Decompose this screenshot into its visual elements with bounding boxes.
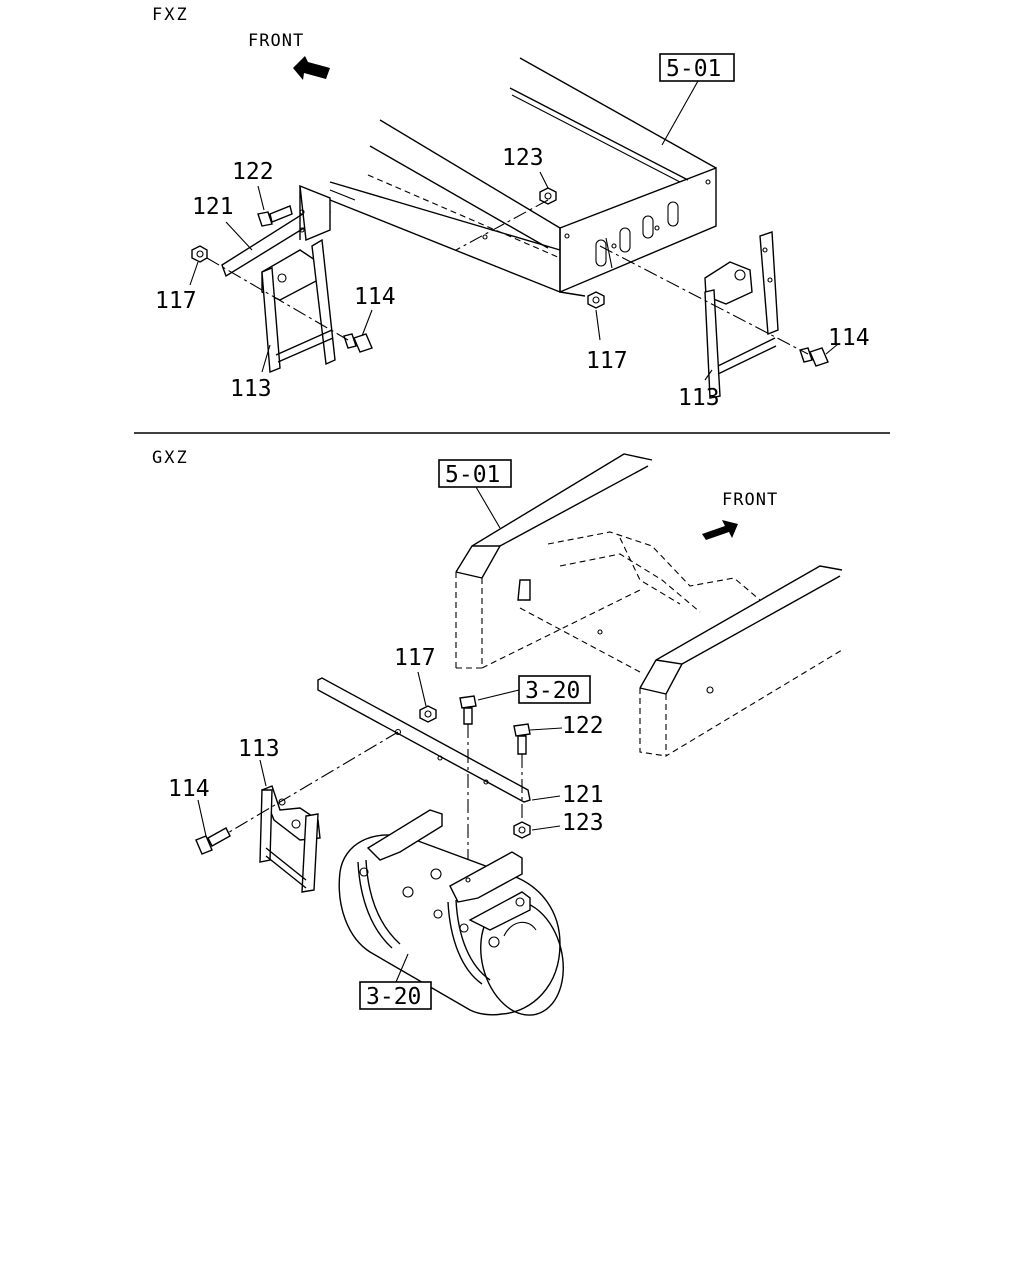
callout-114-right-fxz: 114 — [828, 325, 870, 351]
ref-label-5-01-fxz: 5-01 — [666, 56, 721, 82]
callout-117-left-fxz: 117 — [155, 288, 197, 314]
bracket-right-fxz — [704, 231, 779, 399]
frame-rails-fxz — [329, 57, 717, 297]
nut-123-gxz — [513, 821, 531, 839]
bolt-114-gxz — [195, 827, 231, 855]
callout-121-fxz: 121 — [192, 194, 234, 220]
bolt-122-gxz — [513, 723, 531, 755]
bracket-left-fxz — [221, 184, 336, 374]
ref-label-5-01-gxz: 5-01 — [445, 462, 500, 488]
callout-123-fxz: 123 — [502, 145, 544, 171]
nut-117-left-fxz — [191, 245, 208, 263]
frame-rails-gxz — [455, 453, 843, 757]
bolt-114-left-fxz — [343, 333, 373, 353]
section-fxz: FXZ FRONT — [152, 5, 870, 411]
ref-box-5-01-fxz: 5-01 — [659, 53, 735, 146]
callout-113-right-fxz: 113 — [678, 385, 720, 411]
section-title-fxz: FXZ — [152, 5, 189, 25]
section-gxz: GXZ FRONT — [152, 448, 843, 1016]
fuel-tank-gxz — [338, 809, 564, 1016]
callout-113-gxz: 113 — [238, 736, 280, 762]
bolt-3-20-gxz — [459, 695, 477, 725]
bolt-114-right-fxz — [799, 347, 829, 367]
nut-117-gxz — [419, 705, 437, 723]
ref-label-3-20-top-gxz: 3-20 — [525, 678, 580, 704]
crossbar-121-gxz — [317, 677, 531, 803]
bolt-122-fxz — [257, 205, 293, 227]
callout-117-gxz: 117 — [394, 645, 436, 671]
ref-box-3-20-tank-gxz: 3-20 — [359, 953, 432, 1010]
ref-label-3-20-tank-gxz: 3-20 — [366, 984, 421, 1010]
callout-122-fxz: 122 — [232, 159, 274, 185]
section-title-gxz: GXZ — [152, 448, 189, 468]
callout-122-gxz: 122 — [562, 713, 604, 739]
nut-123-fxz — [539, 187, 557, 205]
callout-114-gxz: 114 — [168, 776, 210, 802]
callout-113-left-fxz: 113 — [230, 376, 272, 402]
nut-117-right-fxz — [587, 291, 605, 309]
front-label-gxz: FRONT — [722, 490, 778, 510]
callout-117-right-fxz: 117 — [586, 348, 628, 374]
front-arrow-icon-gxz — [702, 520, 738, 540]
ref-box-5-01-gxz: 5-01 — [438, 459, 512, 529]
callout-121-gxz: 121 — [562, 782, 604, 808]
bracket-113-gxz — [259, 785, 321, 893]
callout-123-gxz: 123 — [562, 810, 604, 836]
front-label-fxz: FRONT — [248, 31, 304, 51]
front-arrow-icon — [293, 56, 330, 80]
callout-114-left-fxz: 114 — [354, 284, 396, 310]
ref-box-3-20-top-gxz: 3-20 — [477, 675, 591, 704]
